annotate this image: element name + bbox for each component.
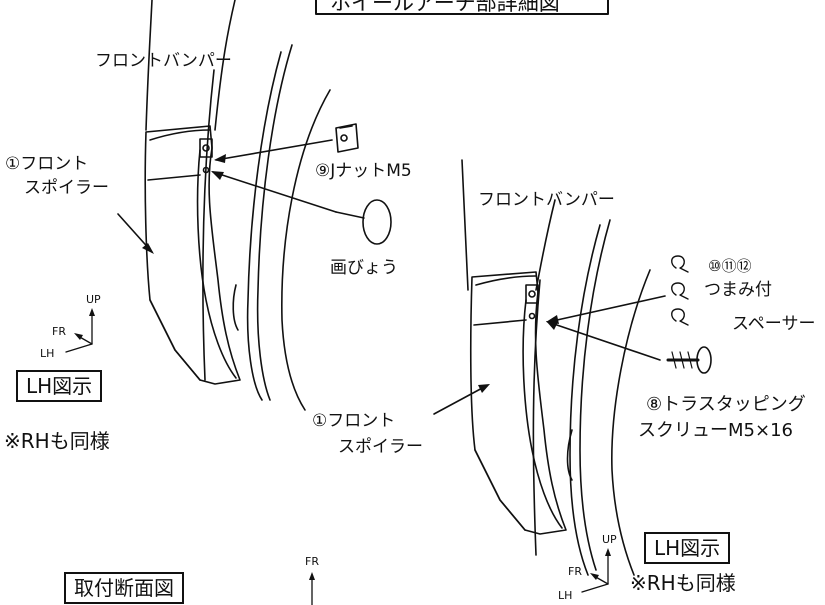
left-spoiler-shape <box>144 125 241 385</box>
title-box <box>315 0 609 15</box>
left-bumper-lines <box>145 0 331 411</box>
right-spoiler-label-2: スポイラー <box>338 437 423 457</box>
screw-icon <box>666 346 712 374</box>
right-rh-note: ※RHも同様 <box>630 571 736 595</box>
left-axis-fr: FR <box>52 325 66 338</box>
right-spoiler-leader <box>433 385 487 415</box>
pushpin-arrow <box>212 171 337 213</box>
left-rh-note: ※RHも同様 <box>4 429 110 453</box>
right-bumper-lines <box>461 159 651 576</box>
j-nut-icon <box>335 123 359 153</box>
left-nut-hardware <box>199 138 213 174</box>
right-axis-icon <box>581 548 611 593</box>
pushpin-icon <box>335 199 392 245</box>
section-axis-fr: FR <box>305 555 319 568</box>
pushpin-label: 画びょう <box>330 258 398 278</box>
spacer-label-2: スペーサー <box>732 314 816 334</box>
right-view-label: LH図示 <box>644 532 731 564</box>
j-nut-label: ⑨JナットM5 <box>315 161 412 181</box>
screw-label-2: スクリューM5×16 <box>638 420 793 441</box>
screw-label-1: ⑧トラスタッピング <box>646 394 806 415</box>
right-screw-hardware <box>525 284 539 320</box>
right-spoiler-shape <box>469 271 573 535</box>
right-axis-fr: FR <box>568 565 582 578</box>
section-title: 取付断面図 <box>64 572 184 604</box>
spacer-arrow <box>547 295 666 323</box>
section-fr-arrow <box>309 572 315 605</box>
right-axis-up: UP <box>602 533 617 546</box>
right-axis-lh: LH <box>558 589 573 602</box>
page-title: ホイールアーチ部詳細図 <box>330 0 560 15</box>
spacer-clip-icons <box>671 255 689 326</box>
spacer-numbers-label: ⑩⑪⑫ <box>708 257 752 275</box>
j-nut-arrow <box>215 139 333 161</box>
screw-arrow <box>547 321 661 361</box>
left-view-label: LH図示 <box>16 370 103 402</box>
left-spoiler-label-2: スポイラー <box>24 178 109 198</box>
right-spoiler-label-1: ①フロント <box>312 411 396 431</box>
left-axis-lh: LH <box>40 347 55 360</box>
right-front-bumper-label: フロントバンパー <box>478 190 615 210</box>
left-axis-icon <box>65 308 95 353</box>
spacer-label-1: つまみ付 <box>704 280 772 300</box>
left-front-bumper-label: フロントバンパー <box>95 51 232 71</box>
left-axis-up: UP <box>86 293 101 306</box>
left-spoiler-label-1: ①フロント <box>5 154 89 174</box>
